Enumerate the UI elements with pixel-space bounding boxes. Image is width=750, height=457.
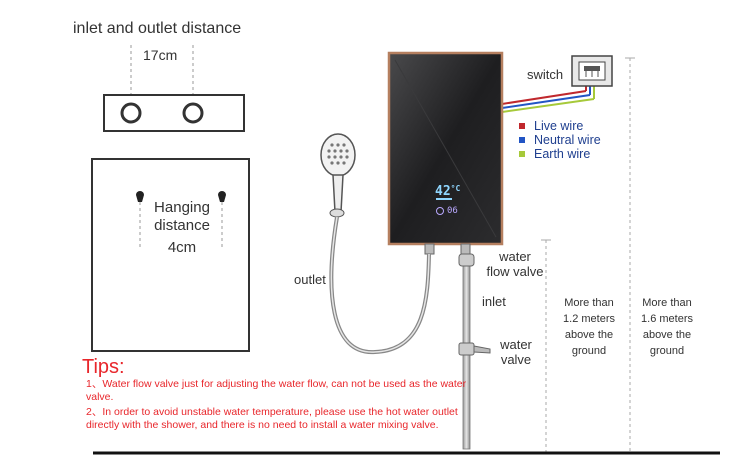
switch-label: switch bbox=[527, 67, 564, 82]
earth-wire-swatch bbox=[519, 151, 525, 157]
inlet-outlet-distance: 17cm bbox=[143, 47, 178, 63]
outlet-label: outlet bbox=[294, 272, 326, 287]
inlet-hole-icon bbox=[120, 102, 142, 124]
tip-1: 1、Water flow valve just for adjusting th… bbox=[86, 378, 467, 403]
outlet-hole-icon bbox=[182, 102, 204, 124]
tip-2: 2、In order to avoid unstable water tempe… bbox=[86, 406, 458, 431]
height-note-2: More than 1.6 meters above the ground bbox=[641, 297, 693, 357]
display-temperature: 42°C bbox=[435, 184, 460, 199]
height-note-1: More than 1.2 meters above the ground bbox=[563, 297, 615, 357]
water-heater bbox=[387, 51, 504, 255]
display-mode: 06 bbox=[447, 206, 458, 216]
inlet-label: inlet bbox=[482, 294, 506, 309]
water-flow-valve-icon bbox=[458, 253, 475, 267]
water-valve-label: water valve bbox=[500, 337, 532, 367]
water-flow-valve-label: water flow valve bbox=[486, 249, 544, 279]
hook-left-icon bbox=[136, 191, 144, 202]
tips-title: Tips: bbox=[82, 356, 125, 378]
hanging-distance-value: 4cm bbox=[167, 239, 197, 256]
legend-live-wire: Live wire bbox=[519, 119, 601, 133]
legend-neutral-wire: Neutral wire bbox=[519, 133, 601, 147]
earth-wire-label: Earth wire bbox=[534, 147, 591, 161]
switch-icon bbox=[571, 55, 613, 87]
shower-head-icon bbox=[320, 133, 356, 218]
water-valve-icon bbox=[458, 342, 475, 356]
wires bbox=[501, 83, 595, 113]
inlet-outlet-title: inlet and outlet distance bbox=[73, 20, 242, 37]
live-wire-swatch bbox=[519, 123, 525, 129]
live-wire-label: Live wire bbox=[534, 119, 584, 133]
power-icon bbox=[436, 207, 444, 215]
display-unit: °C bbox=[450, 184, 461, 193]
neutral-wire-swatch bbox=[519, 137, 525, 143]
hanging-distance-label: Hanging distance bbox=[154, 199, 210, 234]
legend-earth-wire: Earth wire bbox=[519, 147, 601, 161]
wire-legend: Live wire Neutral wire Earth wire bbox=[519, 119, 601, 161]
hook-right-icon bbox=[218, 191, 226, 202]
inlet-outlet-bracket bbox=[103, 45, 245, 132]
inlet-pipe bbox=[458, 253, 491, 450]
hanging-plate bbox=[91, 158, 250, 352]
neutral-wire-label: Neutral wire bbox=[534, 133, 601, 147]
display-temperature-value: 42 bbox=[435, 184, 451, 199]
display-wave-icon bbox=[436, 198, 452, 203]
